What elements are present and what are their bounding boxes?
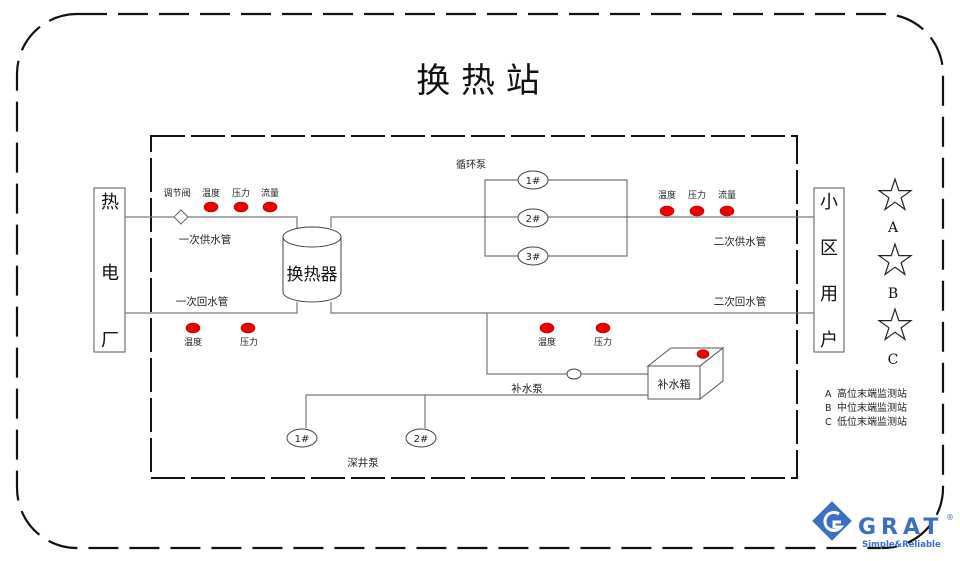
makeup-pump-icon bbox=[566, 368, 582, 380]
svg-text:流量: 流量 bbox=[261, 187, 279, 199]
svg-text:压力: 压力 bbox=[232, 187, 250, 199]
flow-sensor bbox=[719, 205, 735, 217]
primary-return-sensors: 温度 压力 bbox=[184, 322, 258, 348]
svg-text:3#: 3# bbox=[526, 252, 541, 263]
svg-text:电: 电 bbox=[101, 263, 119, 284]
makeup-pump-label: 补水泵 bbox=[511, 382, 543, 395]
makeup-water-tank: 补水箱 bbox=[646, 346, 725, 401]
flow-sensor bbox=[262, 201, 278, 213]
svg-text:A: A bbox=[825, 389, 832, 400]
deep-well-pipe bbox=[305, 394, 648, 428]
svg-text:温度: 温度 bbox=[538, 336, 556, 348]
svg-text:B: B bbox=[888, 286, 898, 302]
valve-label: 调节阀 bbox=[163, 188, 190, 199]
secondary-supply-pipe bbox=[330, 216, 814, 228]
svg-text:低位末端监测站: 低位末端监测站 bbox=[837, 415, 907, 428]
pressure-sensor bbox=[240, 322, 256, 334]
community-users-box: 小 区 用 户 bbox=[813, 187, 845, 353]
secondary-return-sensors: 温度 压力 bbox=[538, 322, 612, 348]
svg-text:补水箱: 补水箱 bbox=[658, 377, 691, 391]
temperature-sensor bbox=[185, 322, 201, 334]
svg-text:循环泵: 循环泵 bbox=[456, 158, 486, 171]
svg-text:®: ® bbox=[946, 513, 954, 522]
monitoring-stations: A B C bbox=[877, 177, 913, 368]
svg-text:换热器: 换热器 bbox=[287, 265, 338, 285]
outer-boundary bbox=[15, 12, 945, 550]
pressure-sensor bbox=[689, 205, 705, 217]
svg-text:深井泵: 深井泵 bbox=[347, 456, 379, 469]
svg-text:1#: 1# bbox=[295, 434, 310, 445]
svg-text:区: 区 bbox=[820, 238, 838, 259]
primary-return-pipe bbox=[125, 302, 298, 314]
grat-logo: GRAT ® Simple&Reliable bbox=[812, 501, 954, 550]
primary-supply-sensors: 温度 压力 流量 bbox=[202, 187, 279, 213]
svg-text:1#: 1# bbox=[526, 176, 541, 187]
secondary-supply-sensors: 温度 压力 流量 bbox=[658, 189, 736, 217]
svg-text:小: 小 bbox=[820, 192, 838, 213]
svg-text:温度: 温度 bbox=[658, 189, 676, 201]
svg-text:压力: 压力 bbox=[594, 336, 612, 348]
station-boundary bbox=[150, 135, 798, 479]
secondary-supply-label: 二次供水管 bbox=[714, 235, 767, 248]
svg-text:GRAT: GRAT bbox=[858, 515, 943, 540]
temperature-sensor bbox=[659, 205, 675, 217]
power-plant-box: 热 电 厂 bbox=[93, 187, 126, 353]
svg-text:压力: 压力 bbox=[688, 189, 706, 201]
level-sensor bbox=[696, 349, 710, 359]
svg-text:B: B bbox=[825, 403, 832, 414]
secondary-return-pipe bbox=[330, 302, 814, 314]
primary-supply-label: 一次供水管 bbox=[179, 233, 232, 246]
secondary-return-label: 二次回水管 bbox=[714, 295, 767, 308]
primary-return-label: 一次回水管 bbox=[176, 295, 229, 308]
svg-text:中位末端监测站: 中位末端监测站 bbox=[837, 401, 907, 414]
deep-well-pumps: 1# 2# 深井泵 bbox=[286, 428, 437, 469]
deep-well-pump-2 bbox=[405, 428, 437, 448]
makeup-pipe bbox=[486, 313, 648, 375]
monitoring-legend: A 高位末端监测站 B 中位末端监测站 C 低位末端监测站 bbox=[825, 387, 907, 428]
circulation-pumps: 循环泵 1# 2# 3# bbox=[456, 158, 628, 266]
svg-text:流量: 流量 bbox=[718, 189, 736, 201]
svg-text:C: C bbox=[825, 417, 832, 428]
page-title: 换 热 站 bbox=[416, 61, 540, 101]
svg-text:2#: 2# bbox=[414, 434, 429, 445]
svg-text:用: 用 bbox=[820, 284, 838, 305]
temperature-sensor bbox=[539, 322, 555, 334]
svg-text:户: 户 bbox=[820, 330, 838, 351]
svg-text:温度: 温度 bbox=[184, 336, 202, 348]
star-icon bbox=[877, 177, 913, 211]
pressure-sensor bbox=[595, 322, 611, 334]
pump-3 bbox=[517, 246, 549, 266]
heat-exchanger: 换热器 bbox=[282, 226, 342, 303]
svg-text:C: C bbox=[888, 352, 899, 368]
regulating-valve-icon bbox=[173, 209, 189, 225]
pump-1 bbox=[517, 170, 549, 190]
svg-text:厂: 厂 bbox=[101, 330, 119, 351]
star-icon bbox=[877, 307, 913, 341]
svg-text:热: 热 bbox=[101, 192, 119, 213]
svg-text:A: A bbox=[887, 220, 899, 236]
svg-text:Simple&Reliable: Simple&Reliable bbox=[862, 540, 941, 550]
svg-text:2#: 2# bbox=[526, 214, 541, 225]
pressure-sensor bbox=[233, 201, 249, 213]
star-icon bbox=[877, 242, 913, 276]
svg-text:温度: 温度 bbox=[202, 187, 220, 199]
svg-text:高位末端监测站: 高位末端监测站 bbox=[837, 387, 907, 400]
svg-text:压力: 压力 bbox=[240, 336, 258, 348]
temperature-sensor bbox=[203, 201, 219, 213]
deep-well-pump-1 bbox=[286, 428, 318, 448]
pump-2 bbox=[517, 208, 549, 228]
